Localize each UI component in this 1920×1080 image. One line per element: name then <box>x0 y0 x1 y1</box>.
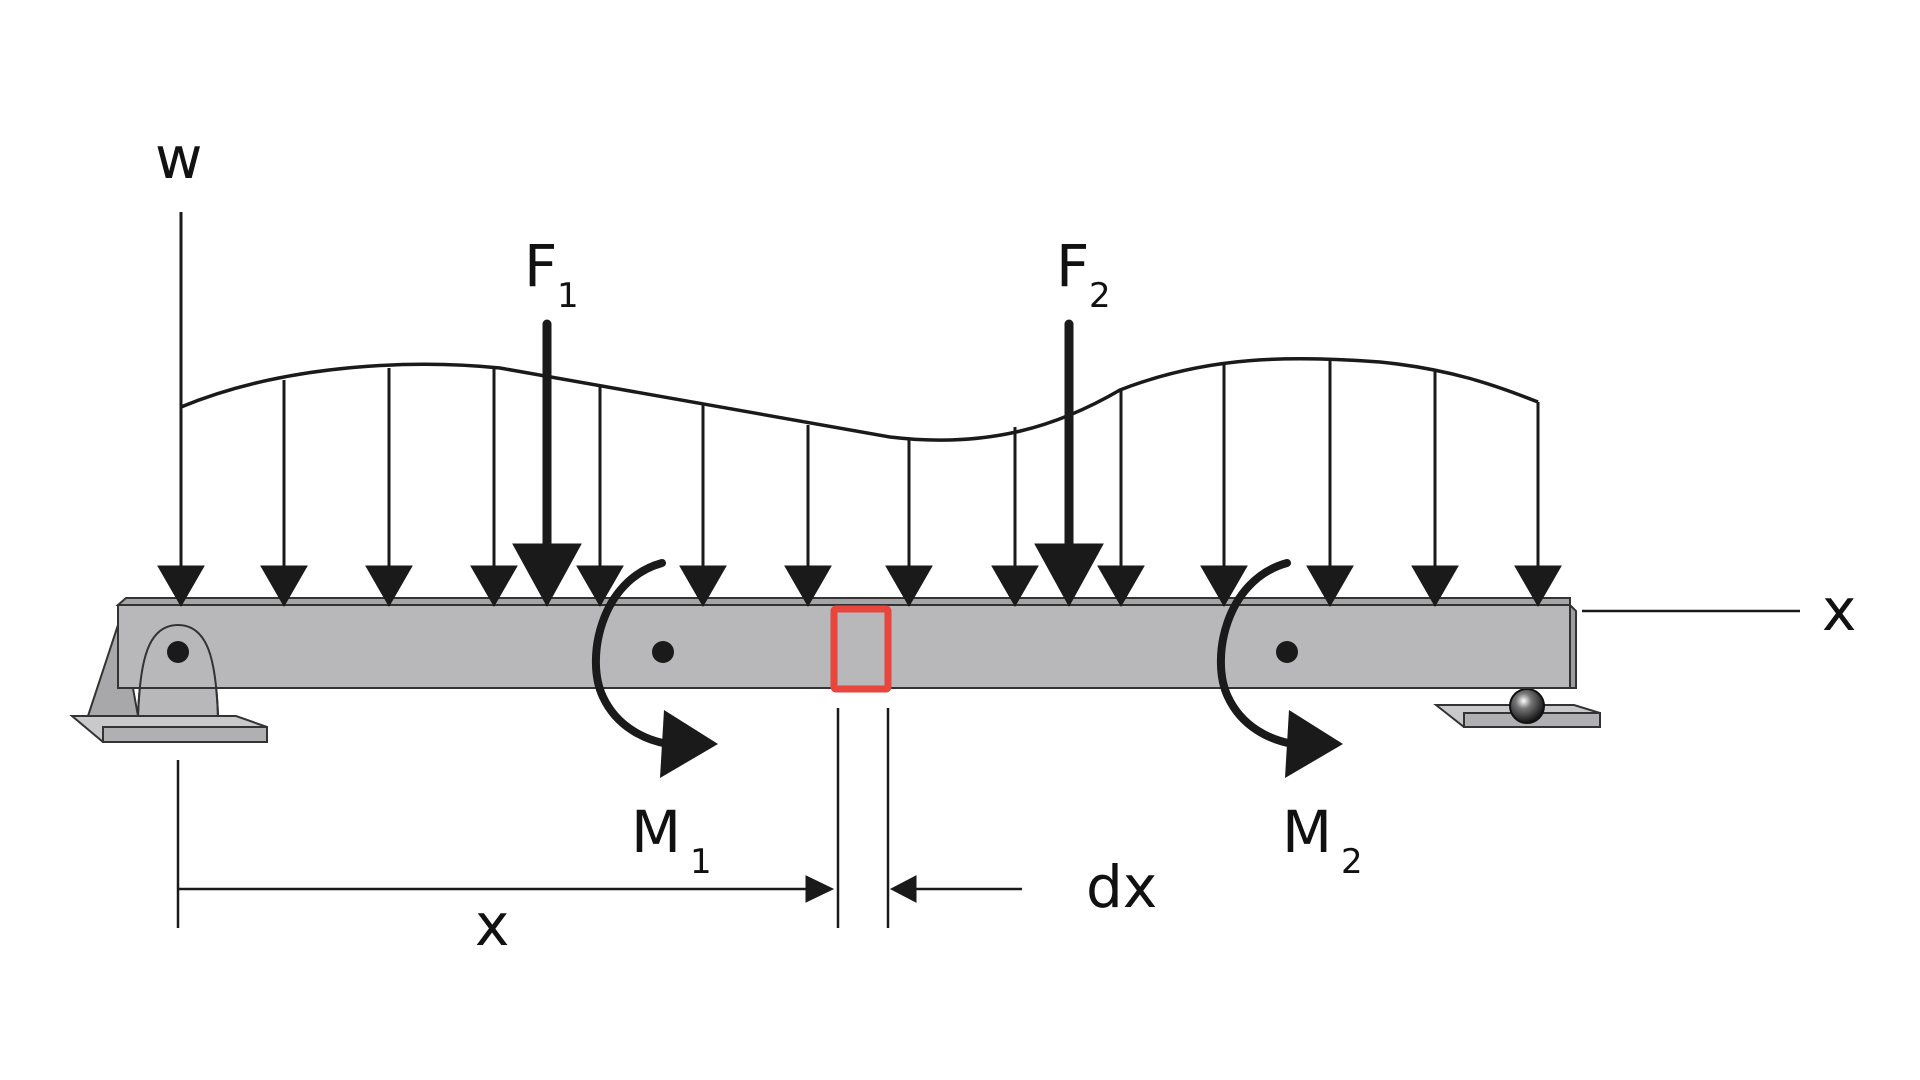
moment2-arrow <box>1216 559 1343 778</box>
beam <box>115 597 1577 689</box>
pin-hole <box>167 641 189 663</box>
pin-support-front <box>137 623 219 717</box>
roller-support <box>1433 688 1601 728</box>
element-width-label: dx <box>1086 853 1157 921</box>
moment2-point <box>1276 641 1298 663</box>
load-arrows <box>157 212 1562 608</box>
moment1-point <box>652 641 674 663</box>
roller-ball <box>1509 688 1545 724</box>
moment1-subscript: 1 <box>690 842 712 882</box>
differential-element <box>830 605 892 693</box>
axis-label: x <box>1822 576 1856 644</box>
moment1-arrow <box>591 559 718 778</box>
force1-label: F <box>524 232 557 300</box>
load-label: w <box>155 124 202 192</box>
force2-label: F <box>1056 232 1089 300</box>
force1-subscript: 1 <box>557 276 579 316</box>
position-label: x <box>475 891 509 959</box>
load-curve <box>180 357 1539 442</box>
force1-arrow <box>512 319 582 608</box>
force2-arrow <box>1034 319 1104 608</box>
dx-dimension <box>836 708 1022 928</box>
force2-subscript: 2 <box>1089 276 1111 316</box>
moment2-label: M <box>1282 798 1332 866</box>
x-dimension <box>176 760 835 928</box>
moment2-subscript: 2 <box>1341 842 1363 882</box>
moment1-label: M <box>631 798 681 866</box>
